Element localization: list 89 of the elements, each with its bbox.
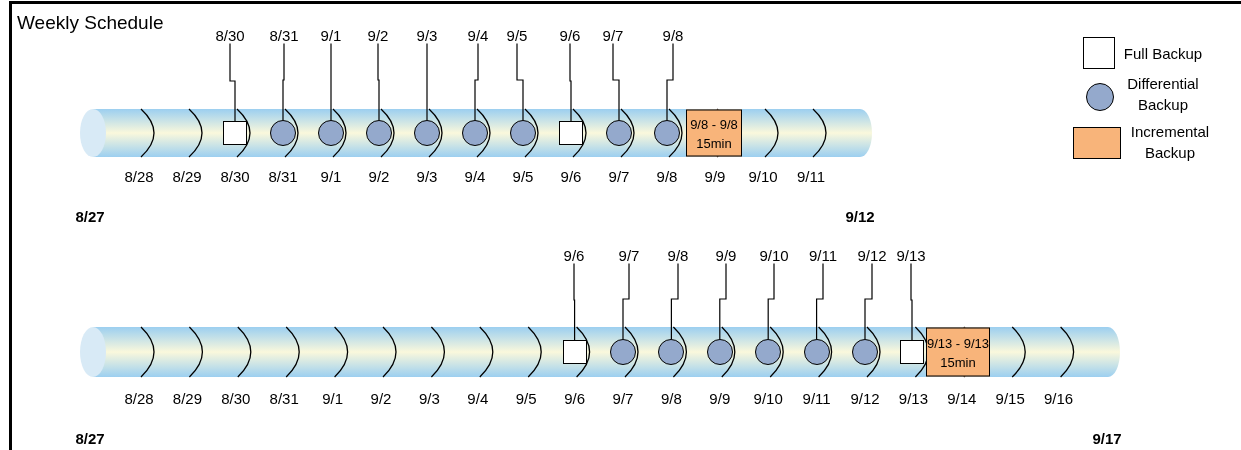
date-label: 9/2 (367, 26, 389, 44)
date-label: 9/11 (808, 246, 838, 264)
full-backup-marker (562, 340, 587, 364)
leader-line (666, 42, 674, 121)
day-label: 8/30 (220, 167, 250, 185)
date-label: 9/12 (857, 246, 887, 264)
leader-line (910, 262, 913, 341)
incremental-backup-box (926, 327, 990, 377)
period-date: 9/12 (845, 207, 875, 225)
date-label: 9/5 (506, 26, 528, 44)
leader-line (569, 42, 572, 122)
day-label: 9/3 (416, 167, 438, 185)
day-label: 9/8 (656, 167, 678, 185)
full-backup-marker (900, 340, 924, 364)
day-label: 9/11 (802, 389, 831, 407)
day-label: 9/1 (320, 167, 342, 185)
leader-line (719, 262, 727, 340)
leader-line (612, 42, 620, 121)
leader-line (282, 42, 285, 121)
full-backup-marker (559, 121, 583, 145)
date-label: 9/1 (320, 26, 342, 44)
day-label: 9/10 (748, 167, 778, 185)
leader-line (474, 42, 479, 121)
incremental-backup-box (686, 109, 742, 157)
day-label: 9/10 (753, 389, 783, 407)
day-label: 9/7 (612, 389, 634, 407)
period-date: 8/27 (75, 207, 105, 225)
time-range: 9/13 - 9/13 (926, 334, 990, 352)
leader-line (767, 262, 775, 340)
day-label: 9/4 (464, 167, 486, 185)
day-label: 9/3 (418, 389, 440, 407)
date-label: 9/10 (759, 246, 789, 264)
leader-line (516, 42, 524, 121)
legend-label: Full Backup (1122, 43, 1204, 64)
date-label: 9/13 (896, 246, 926, 264)
day-label: 9/15 (995, 389, 1025, 407)
day-label: 9/5 (512, 167, 534, 185)
day-label: 9/9 (704, 167, 726, 185)
full-backup-marker (223, 121, 247, 145)
leader-line (864, 262, 873, 340)
day-label: 8/29 (172, 167, 202, 185)
day-label: 9/2 (370, 389, 392, 407)
date-label: 9/3 (416, 26, 438, 44)
day-label: 8/28 (124, 167, 154, 185)
leader-line (816, 262, 824, 340)
day-label: 8/31 (269, 389, 299, 407)
date-label: 9/4 (467, 26, 489, 44)
day-label: 9/6 (564, 389, 585, 407)
date-label: 9/6 (559, 26, 581, 44)
leader-line (229, 42, 236, 122)
period-date: 9/17 (1092, 429, 1122, 447)
leader-line (377, 42, 380, 121)
day-label: 9/6 (560, 167, 582, 185)
leader-line (426, 42, 428, 121)
date-label: 9/7 (618, 246, 640, 264)
date-label: 8/30 (215, 26, 245, 44)
day-label: 8/30 (221, 389, 251, 407)
date-label: 9/9 (715, 246, 737, 264)
day-label: 9/16 (1044, 389, 1074, 407)
date-label: 9/6 (563, 246, 585, 264)
duration: 15min (696, 134, 732, 152)
period-date: 8/27 (75, 429, 105, 447)
day-label: 9/11 (796, 167, 826, 185)
time-range: 9/8 - 9/8 (690, 115, 738, 133)
day-label: 9/2 (368, 167, 390, 185)
leader-line (573, 262, 576, 341)
day-label: 9/8 (660, 389, 682, 407)
day-label: 9/1 (322, 389, 343, 407)
day-label: 9/4 (467, 389, 489, 407)
day-label: 8/31 (268, 167, 298, 185)
title: Weekly Schedule (17, 12, 164, 34)
leader-line (330, 42, 332, 121)
duration: 15min (940, 353, 976, 371)
date-label: 9/7 (602, 26, 624, 44)
day-label: 9/12 (850, 389, 880, 407)
date-label: 9/8 (662, 26, 684, 44)
day-label: 8/29 (172, 389, 202, 407)
date-label: 8/31 (269, 26, 299, 44)
day-label: 8/28 (124, 389, 154, 407)
leader-line (622, 262, 630, 340)
day-label: 9/5 (515, 389, 537, 407)
legend-label: Differential Backup (1126, 74, 1200, 115)
date-label: 9/8 (667, 246, 689, 264)
day-label: 9/9 (709, 389, 731, 407)
day-label: 9/13 (898, 389, 928, 407)
legend-label: Incremental Backup (1129, 122, 1211, 163)
leader-line (670, 262, 679, 340)
day-label: 9/7 (608, 167, 630, 185)
day-label: 9/14 (947, 389, 977, 407)
